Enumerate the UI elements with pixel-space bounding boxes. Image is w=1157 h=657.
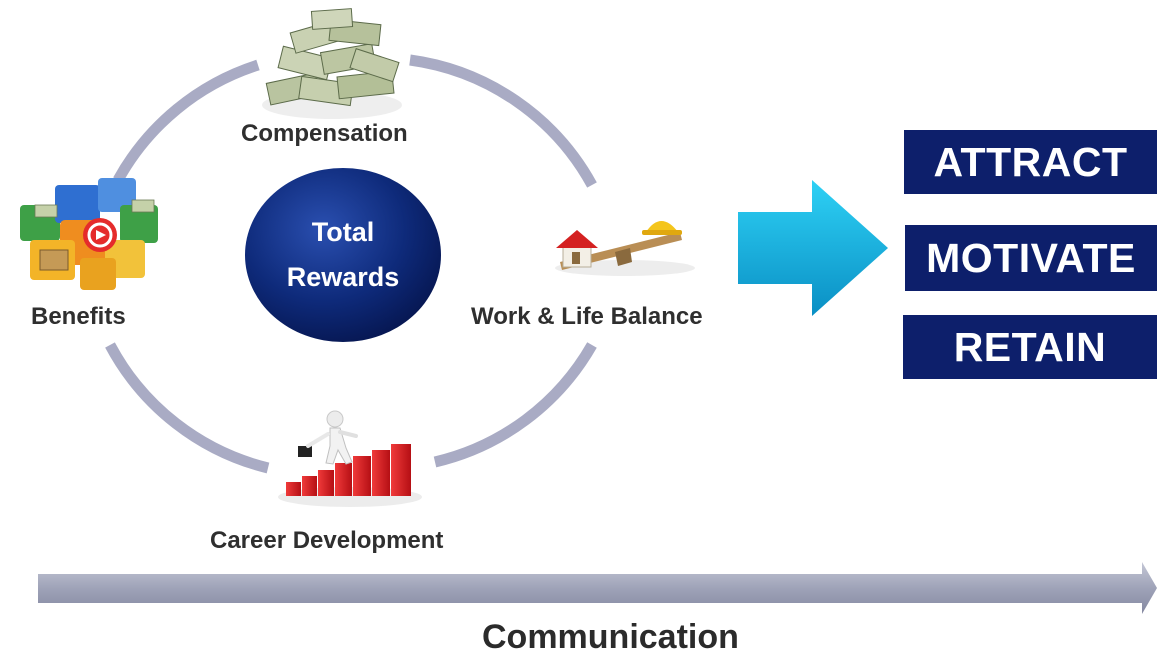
house-helmet-seesaw-icon <box>555 221 695 276</box>
total-rewards-title: Total Rewards <box>245 170 441 340</box>
ring-arc-right <box>433 342 597 468</box>
career-stairs-icon <box>278 410 422 507</box>
compensation-label: Compensation <box>241 120 408 147</box>
total-rewards-circle <box>245 168 441 342</box>
ring-arc-top-right <box>409 54 597 188</box>
benefits-label: Benefits <box>31 303 126 330</box>
outcome-attract: ATTRACT <box>904 130 1157 194</box>
outcome-retain: RETAIN <box>903 315 1157 379</box>
ring-arc-top-left <box>113 59 260 183</box>
outcome-arrow <box>738 180 888 316</box>
outcome-motivate: MOTIVATE <box>905 225 1157 291</box>
puzzle-pieces-icon <box>20 178 158 290</box>
career-development-label: Career Development <box>210 527 444 554</box>
ring-arcs <box>105 54 597 474</box>
ring-arc-bottom-left <box>105 342 270 474</box>
money-stack-icon <box>262 8 402 119</box>
total-rewards-line1: Total <box>311 217 375 247</box>
communication-arrow <box>38 562 1157 614</box>
work-life-balance-label: Work & Life Balance <box>471 303 703 330</box>
total-rewards-line2: Rewards <box>286 262 400 292</box>
communication-label: Communication <box>482 618 739 656</box>
